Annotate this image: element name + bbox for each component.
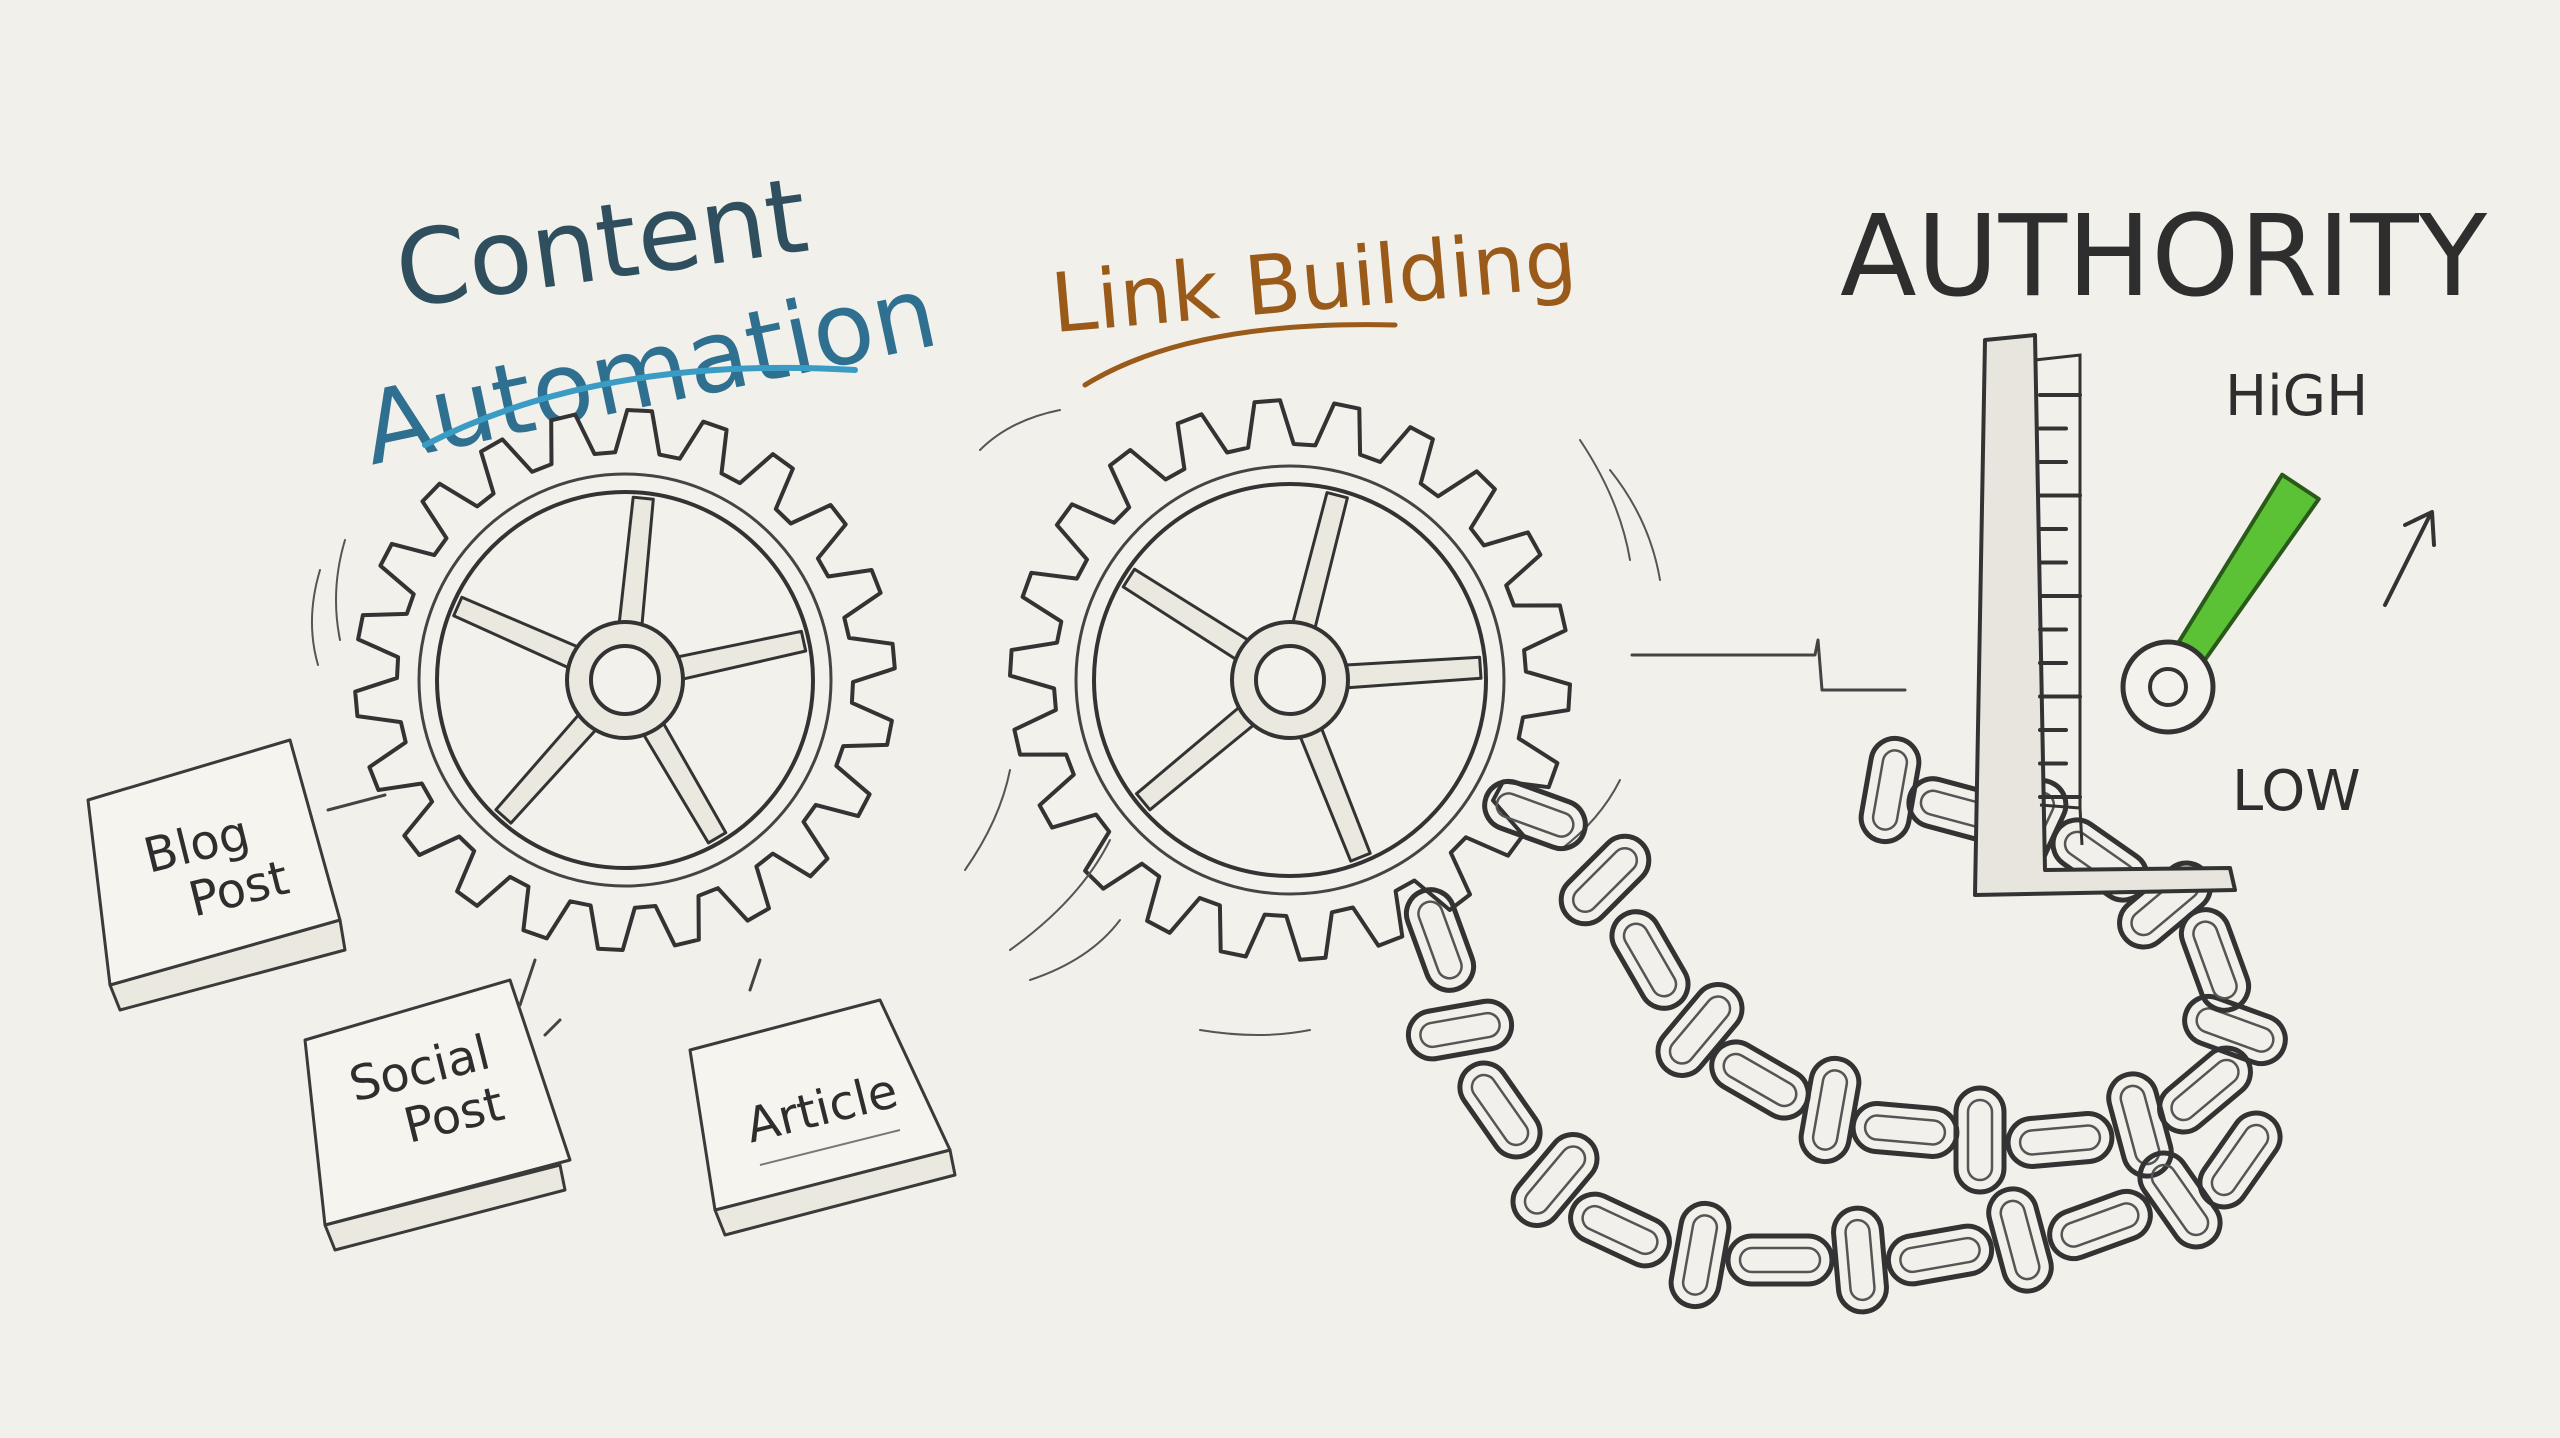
chain-link: [1558, 833, 1652, 927]
chain-link: [1858, 735, 1922, 845]
link-building-underline: [1082, 322, 1398, 388]
chain-link: [1850, 1101, 1960, 1159]
authority-title: AUTHORITY: [1840, 192, 2488, 322]
chain-link: [1986, 1186, 2054, 1294]
content-automation-title: Content Automation: [352, 154, 946, 488]
chain-link: [2157, 1045, 2253, 1135]
link-building-title: Link Building: [1047, 212, 1580, 388]
chain-link: [1510, 1132, 1600, 1228]
chain-link: [1403, 887, 1477, 993]
content-automation-underline: [422, 364, 858, 448]
card-article: Article: [688, 958, 957, 1237]
chain-link: [1482, 778, 1588, 852]
chain-link: [2005, 1111, 2115, 1169]
chain-link: [1725, 1233, 1835, 1287]
arrow-up-right-icon: [2383, 510, 2436, 607]
gauge-frame: [1973, 333, 2237, 897]
chain-icon: [1403, 735, 2288, 1315]
gauge-pivot: [2120, 639, 2216, 735]
chain-link: [1568, 1191, 1672, 1269]
motion-lines: [311, 409, 1661, 1036]
gear-icon: [353, 408, 897, 952]
gauge-ticks: [2038, 393, 2082, 799]
chain-link: [1709, 1039, 1811, 1121]
chain-link: [1655, 982, 1745, 1078]
gauge-connector: [1630, 638, 1907, 692]
chain-link: [1953, 1085, 2007, 1195]
card-social-post: Social Post: [303, 958, 572, 1252]
link-building-label: Link Building: [1047, 212, 1580, 353]
chain-link: [1405, 998, 1515, 1062]
chain-link: [2197, 1110, 2283, 1210]
card-blog-post: Blog Post: [86, 738, 387, 1012]
chain-link: [2182, 993, 2288, 1067]
gauge-needle: [2169, 472, 2321, 673]
gauge-icon: HiGH LOW: [1973, 333, 2436, 897]
chain-link: [1609, 909, 1691, 1011]
chain-link: [1885, 1223, 1995, 1287]
gauge-high-label: HiGH: [2225, 364, 2368, 429]
chain-link: [1668, 1200, 1732, 1310]
gear-icon: [1008, 398, 1572, 962]
chain-link: [2047, 1188, 2153, 1262]
gauge-low-label: LOW: [2232, 759, 2361, 824]
chain-link: [1831, 1205, 1889, 1315]
chain-link: [1798, 1055, 1862, 1165]
chain-link: [1457, 1060, 1543, 1160]
